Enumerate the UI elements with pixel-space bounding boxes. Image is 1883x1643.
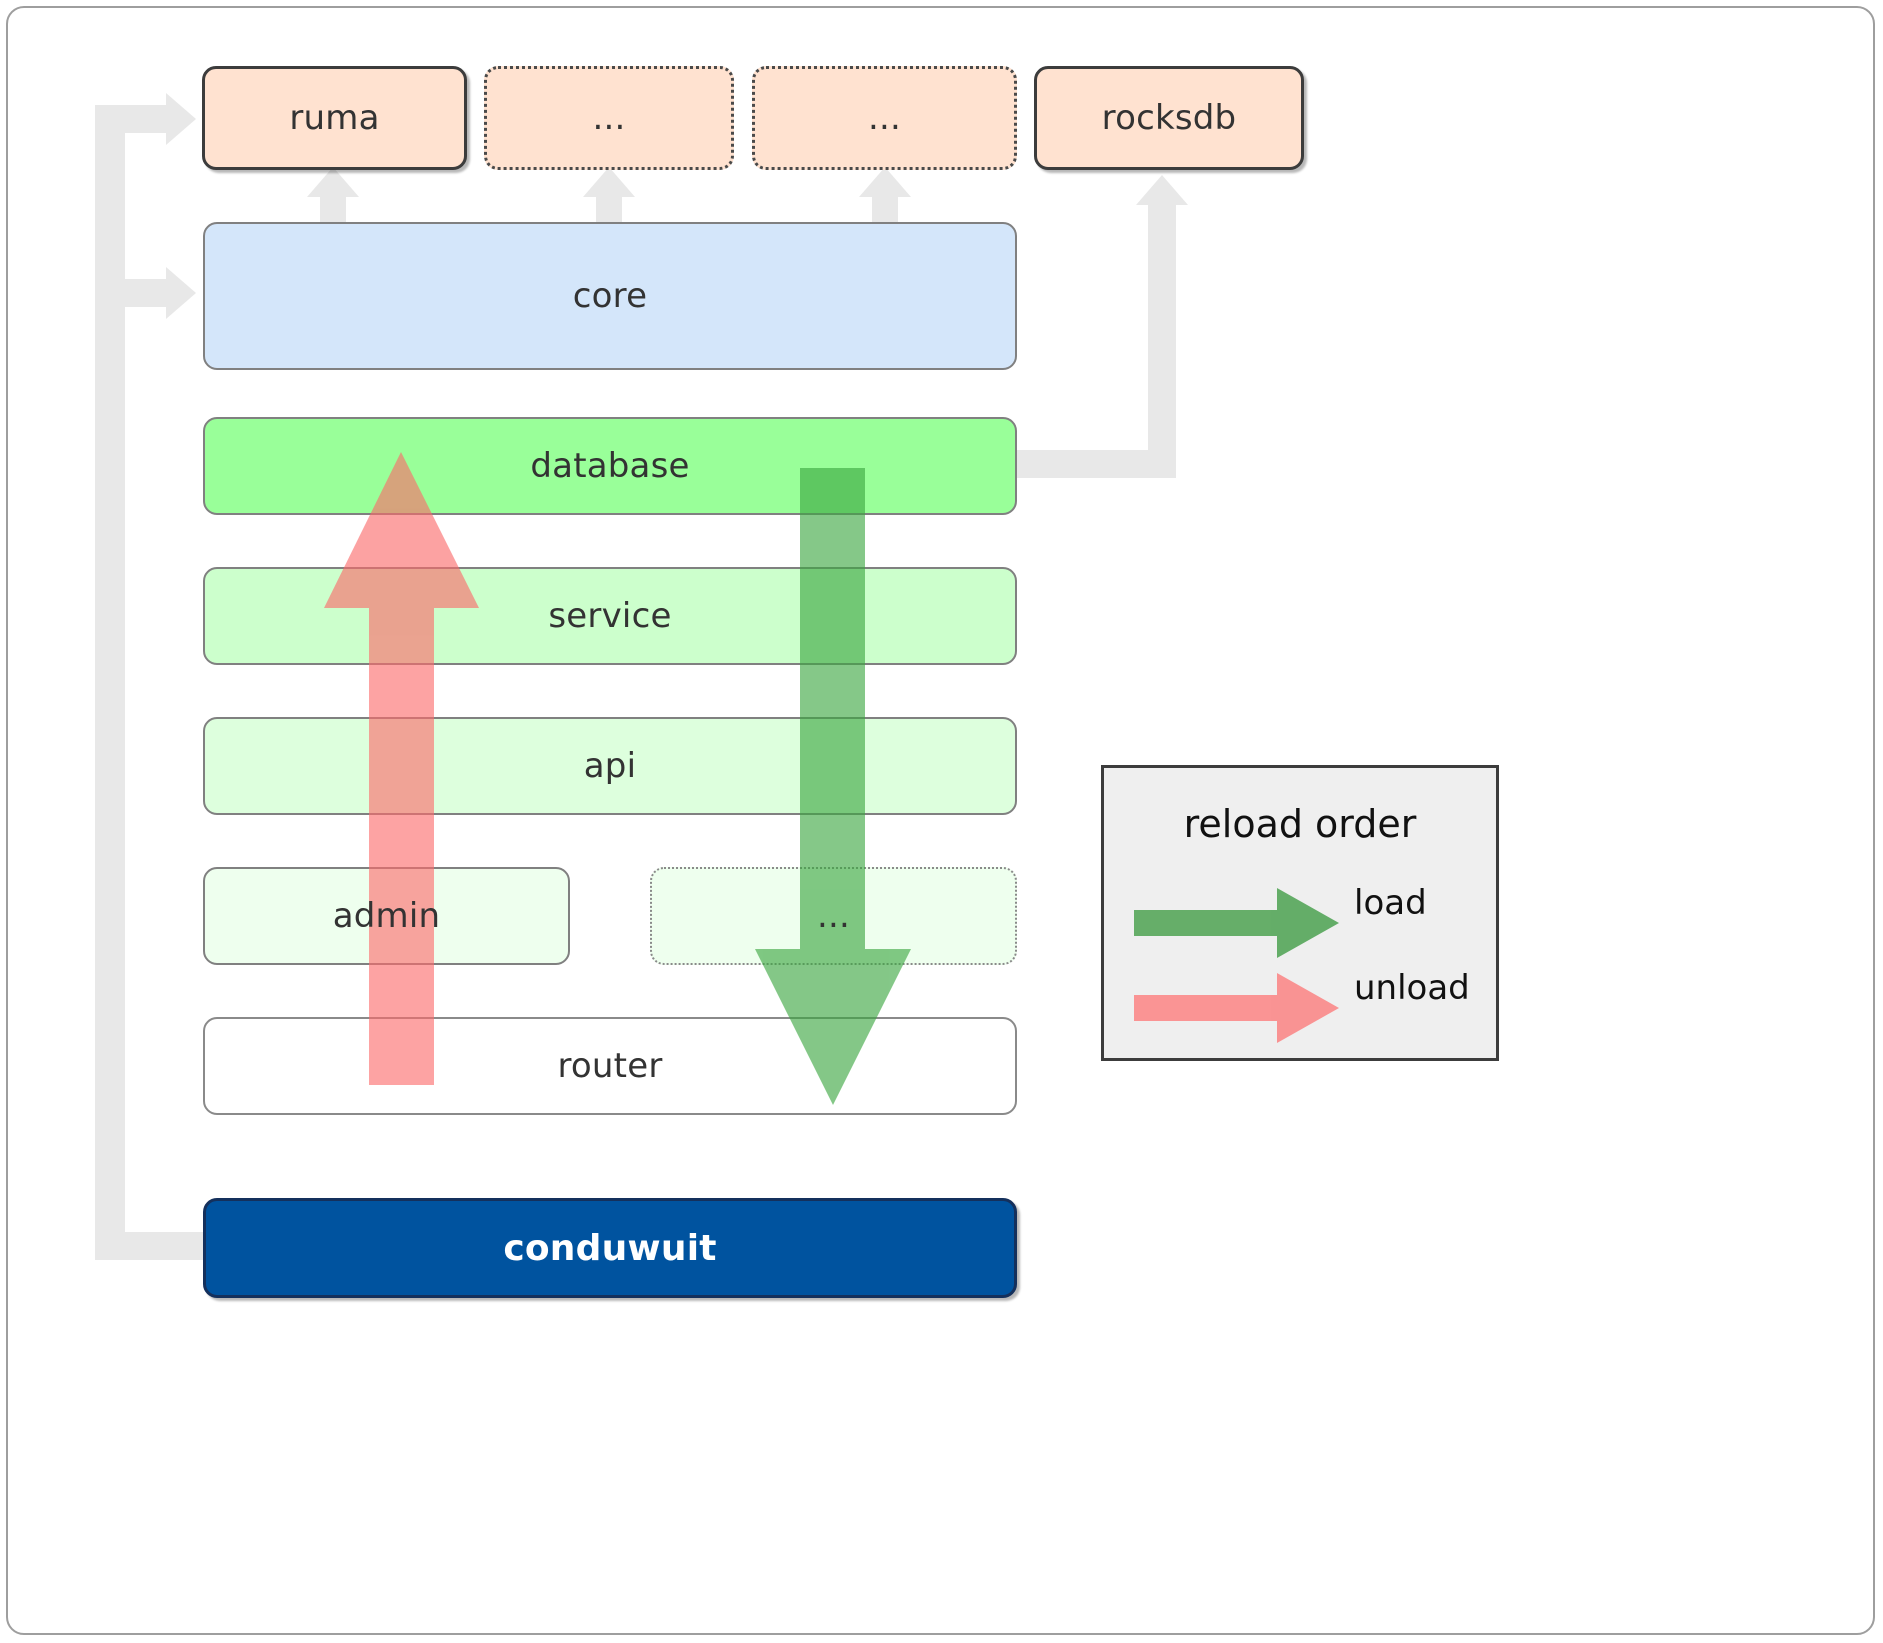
layer-router[interactable]: router — [203, 1017, 1017, 1115]
connector-core-to-dots1-arrowhead — [583, 167, 635, 197]
connector-to-core-arrowhead — [166, 267, 196, 319]
node-ruma-label: ruma — [289, 98, 380, 138]
node-dots-1[interactable]: ... — [484, 66, 734, 170]
node-ruma[interactable]: ruma — [202, 66, 467, 170]
connector-to-ruma-arrowhead — [166, 93, 196, 145]
layer-database-label: database — [530, 446, 690, 486]
legend-panel: reload order load unload — [1101, 765, 1499, 1061]
layer-core-label: core — [572, 276, 648, 316]
layer-api-label: api — [583, 746, 637, 786]
connector-core-to-dots1-stem — [596, 195, 622, 227]
layer-service[interactable]: service — [203, 567, 1017, 665]
layer-api[interactable]: api — [203, 717, 1017, 815]
node-dots-2[interactable]: ... — [752, 66, 1017, 170]
connector-to-core-stem — [95, 279, 180, 307]
node-dots-2-label: ... — [867, 98, 902, 138]
layer-database[interactable]: database — [203, 417, 1017, 515]
layer-admin-dots-label: ... — [816, 896, 851, 936]
connector-core-to-dots2-arrowhead — [859, 167, 911, 197]
layer-admin[interactable]: admin — [203, 867, 570, 965]
layer-router-label: router — [557, 1046, 663, 1086]
legend-load-label: load — [1354, 883, 1427, 923]
legend-title: reload order — [1183, 802, 1417, 846]
node-dots-1-label: ... — [592, 98, 626, 138]
node-conduwuit[interactable]: conduwuit — [203, 1198, 1017, 1298]
connector-core-to-ruma-stem — [320, 195, 346, 227]
connector-to-ruma-stem — [95, 105, 180, 133]
layer-core[interactable]: core — [203, 222, 1017, 370]
connector-db-to-rocksdb-vertical — [1148, 205, 1176, 478]
connector-core-to-ruma-arrowhead — [307, 167, 359, 197]
layer-admin-label: admin — [332, 896, 441, 936]
layer-service-label: service — [548, 596, 672, 636]
connector-db-to-rocksdb-arrowhead — [1136, 175, 1188, 205]
node-rocksdb-label: rocksdb — [1101, 98, 1237, 138]
node-rocksdb[interactable]: rocksdb — [1034, 66, 1304, 170]
connector-core-to-dots2-stem — [872, 195, 898, 227]
layer-admin-dots[interactable]: ... — [650, 867, 1017, 965]
node-conduwuit-label: conduwuit — [503, 1227, 717, 1269]
legend-load-arrow-icon — [1134, 888, 1339, 958]
legend-unload-label: unload — [1354, 968, 1470, 1008]
legend-unload-arrow-icon — [1134, 973, 1339, 1043]
